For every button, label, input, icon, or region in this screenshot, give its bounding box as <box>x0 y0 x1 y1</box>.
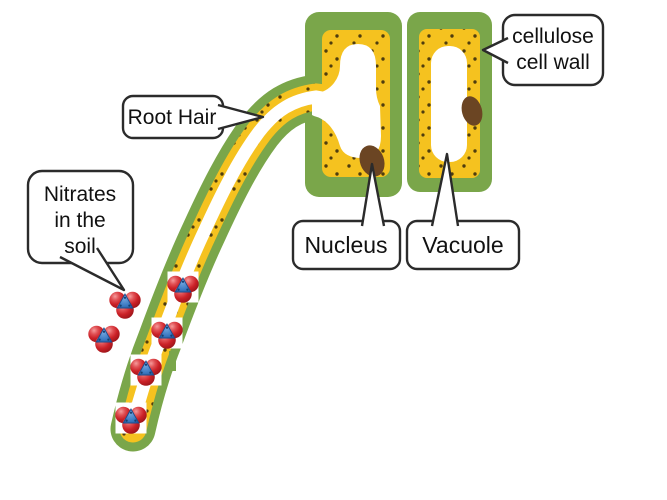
cellulose-label-pointer <box>481 36 509 65</box>
callout-nitrates: Nitrates in the soil <box>26 169 135 292</box>
vacuole-label: Vacuole <box>422 232 503 258</box>
nucleus-label-box <box>291 219 402 271</box>
nitrates-label-line2: in the <box>54 209 105 232</box>
nitrate-molecule-soil <box>87 325 121 354</box>
vacuole-label-pointer <box>430 152 460 227</box>
root-hair-label-pointer <box>217 103 265 131</box>
cellulose-label-line2: cell wall <box>516 51 590 74</box>
callout-cellulose-cell-wall: cellulose cell wall <box>481 13 605 87</box>
nitrates-label-line3: soil <box>64 235 96 258</box>
vacuole-label-box <box>405 219 521 271</box>
callout-root-hair: Root Hair <box>121 94 265 140</box>
root-hair-label: Root Hair <box>128 106 217 129</box>
cell2-vacuole <box>431 46 467 162</box>
nitrate-molecule-soil <box>108 291 142 320</box>
cell1-nucleus <box>359 145 385 177</box>
wall-fragment <box>169 351 176 371</box>
nitrates-label-pointer <box>59 247 126 292</box>
nucleus-label: Nucleus <box>304 232 387 258</box>
callout-nucleus: Nucleus <box>291 162 402 271</box>
cellulose-label-line1: cellulose <box>512 25 594 48</box>
nitrate-molecules-layer <box>87 271 200 435</box>
nitrates-label-line1: Nitrates <box>44 183 116 206</box>
callout-vacuole: Vacuole <box>405 152 521 271</box>
nucleus-label-pointer <box>360 162 386 227</box>
cell1-vacuole <box>312 44 381 158</box>
cell2-nucleus <box>461 96 483 126</box>
